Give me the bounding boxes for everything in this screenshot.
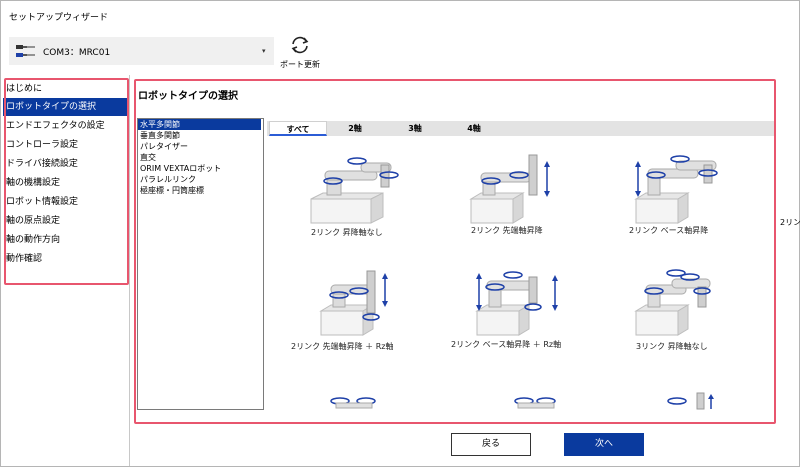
tab-2-axis[interactable]: 2軸 bbox=[348, 124, 362, 133]
robot-label: 2リンク 先端軸昇降 ＋ Rz軸 bbox=[291, 342, 394, 351]
robot-card-partial-image bbox=[514, 397, 556, 409]
robot-card-2link-tip-lift-rz[interactable]: 2リンク 先端軸昇降 ＋ Rz軸 bbox=[291, 267, 421, 367]
refresh-ports-button[interactable]: ポート更新 bbox=[279, 35, 321, 69]
sidebar-item-intro[interactable]: はじめに bbox=[6, 84, 43, 94]
tab-all[interactable]: すべて bbox=[269, 121, 327, 136]
robot-card-2link-no-lift[interactable]: 2リンク 昇降軸なし bbox=[301, 151, 421, 251]
type-item-palletizer[interactable]: パレタイザー bbox=[140, 142, 188, 151]
window-title: セットアップウィザード bbox=[9, 13, 109, 23]
robot-label-cut-off: 2リン bbox=[780, 218, 800, 227]
type-item-orim-vexta[interactable]: ORIM VEXTAロボット bbox=[140, 164, 222, 173]
scara-2link-base-lift-image bbox=[634, 155, 718, 224]
robot-card-partial-image bbox=[330, 397, 376, 409]
next-button[interactable]: 次へ bbox=[564, 433, 644, 456]
robot-card-2link-base-lift-rz[interactable]: 2リンク ベース軸昇降 ＋ Rz軸 bbox=[451, 267, 581, 367]
usb-connector-icon bbox=[15, 42, 37, 60]
robot-label: 2リンク ベース軸昇降 bbox=[629, 226, 709, 235]
type-item-polar-cylindrical[interactable]: 極座標・円筒座標 bbox=[140, 186, 204, 195]
axis-filter-tabbar bbox=[267, 121, 775, 136]
sidebar-item-axis-direction[interactable]: 軸の動作方向 bbox=[6, 235, 61, 245]
refresh-arrows-icon bbox=[291, 36, 309, 54]
sidebar-item-driver-connection[interactable]: ドライバ接続設定 bbox=[6, 159, 78, 169]
type-item-horizontal-articulated[interactable]: 水平多関節 bbox=[138, 119, 261, 130]
scara-2link-tip-lift-rz-image bbox=[319, 270, 388, 336]
robot-label: 3リンク 昇降軸なし bbox=[636, 342, 708, 351]
tab-4-axis[interactable]: 4軸 bbox=[467, 124, 481, 133]
robot-label: 2リンク 先端軸昇降 bbox=[471, 226, 543, 235]
page-title: ロボットタイプの選択 bbox=[138, 91, 238, 102]
type-item-parallel-link[interactable]: パラレルリンク bbox=[140, 175, 196, 184]
sidebar-item-end-effector[interactable]: エンドエフェクタの設定 bbox=[6, 121, 105, 131]
sidebar-item-axis-origin[interactable]: 軸の原点設定 bbox=[6, 216, 61, 226]
robot-label: 2リンク ベース軸昇降 ＋ Rz軸 bbox=[451, 340, 562, 349]
robot-type-list[interactable] bbox=[137, 118, 264, 410]
scara-2link-no-lift-image bbox=[310, 157, 399, 224]
robot-card-2link-base-lift[interactable]: 2リンク ベース軸昇降 bbox=[626, 151, 746, 251]
refresh-ports-label: ポート更新 bbox=[280, 60, 320, 69]
sidebar-item-robot-info[interactable]: ロボット情報設定 bbox=[6, 197, 79, 207]
chevron-down-icon: ▾ bbox=[262, 47, 266, 55]
port-select-dropdown[interactable]: COM3：MRC01 ▾ bbox=[9, 37, 274, 65]
sidebar-item-axis-mechanism[interactable]: 軸の機構設定 bbox=[6, 178, 61, 188]
type-item-cartesian[interactable]: 直交 bbox=[140, 153, 156, 162]
tab-3-axis[interactable]: 3軸 bbox=[408, 124, 422, 133]
scara-2link-base-lift-rz-image bbox=[475, 271, 558, 336]
port-label: COM3：MRC01 bbox=[43, 48, 111, 58]
robot-card-partial-image bbox=[667, 392, 714, 410]
robot-card-3link-no-lift[interactable]: 3リンク 昇降軸なし bbox=[626, 267, 746, 367]
scara-3link-no-lift-image bbox=[634, 269, 711, 336]
sidebar-item-operation-check[interactable]: 動作確認 bbox=[6, 254, 43, 264]
sidebar-item-robot-type[interactable]: ロボットタイプの選択 bbox=[3, 98, 127, 116]
wizard-steps-sidebar bbox=[2, 75, 130, 466]
robot-card-2link-tip-lift[interactable]: 2リンク 先端軸昇降 bbox=[461, 151, 581, 251]
sidebar-item-controller[interactable]: コントローラ設定 bbox=[6, 140, 79, 150]
back-button[interactable]: 戻る bbox=[451, 433, 531, 456]
scara-2link-tip-lift-image bbox=[469, 154, 550, 224]
type-item-vertical-articulated[interactable]: 垂直多関節 bbox=[140, 131, 180, 140]
robot-label: 2リンク 昇降軸なし bbox=[311, 228, 383, 237]
